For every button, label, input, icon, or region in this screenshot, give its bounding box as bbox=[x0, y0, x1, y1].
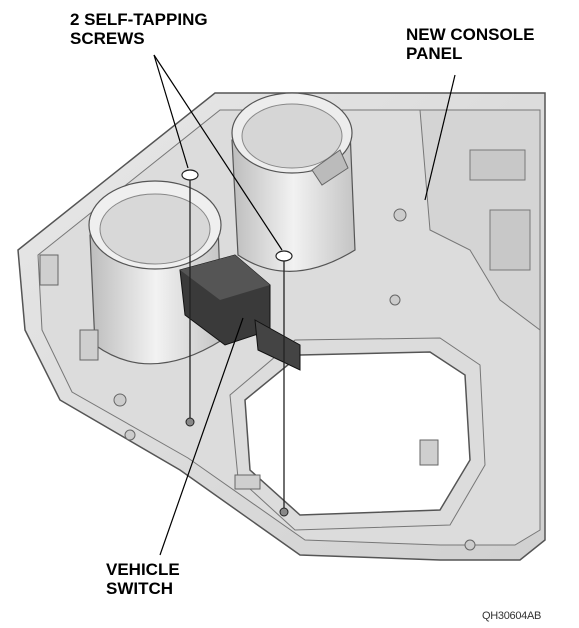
screw-head bbox=[275, 250, 293, 262]
console-tab bbox=[79, 329, 99, 361]
console-tab bbox=[39, 254, 59, 286]
screw-target bbox=[185, 417, 195, 427]
screw-head bbox=[181, 169, 199, 181]
label-switch-line2: SWITCH bbox=[106, 579, 174, 598]
label-screws-line2: SCREWS bbox=[70, 29, 145, 48]
label-panel-line2: PANEL bbox=[406, 44, 463, 63]
leader-panel bbox=[424, 74, 456, 201]
label-new-console-panel: NEW CONSOLE PANEL bbox=[406, 25, 534, 63]
cup-holder-rear-tab bbox=[311, 149, 349, 186]
vehicle-switch-top bbox=[180, 255, 270, 300]
cup-holder-front-inner bbox=[99, 193, 211, 265]
console-tab bbox=[419, 439, 439, 466]
screw-boss bbox=[389, 294, 401, 306]
cup-holder-rear-inner bbox=[241, 103, 343, 169]
screw-boss bbox=[113, 393, 127, 407]
shifter-opening bbox=[244, 351, 471, 516]
leader-switch bbox=[159, 317, 244, 556]
label-vehicle-switch: VEHICLE SWITCH bbox=[106, 560, 180, 598]
label-self-tapping-screws: 2 SELF-TAPPING SCREWS bbox=[70, 10, 208, 48]
vehicle-switch-bracket bbox=[254, 319, 301, 371]
screw-boss bbox=[124, 429, 136, 441]
screw-boss bbox=[393, 208, 407, 222]
label-panel-line1: NEW CONSOLE bbox=[406, 25, 535, 44]
screw-boss bbox=[464, 539, 476, 551]
console-tab bbox=[234, 474, 261, 490]
console-right-bracket bbox=[489, 209, 531, 271]
figure-code: QH30604AB bbox=[482, 610, 542, 622]
label-screws-line1: 2 SELF-TAPPING bbox=[70, 10, 208, 29]
leader-screws-1 bbox=[153, 54, 189, 169]
console-right-bracket bbox=[469, 149, 526, 181]
shifter-opening-rim bbox=[229, 337, 486, 531]
label-switch-line1: VEHICLE bbox=[106, 560, 180, 579]
leader-screws-2 bbox=[153, 54, 283, 251]
screw-target bbox=[279, 507, 289, 517]
